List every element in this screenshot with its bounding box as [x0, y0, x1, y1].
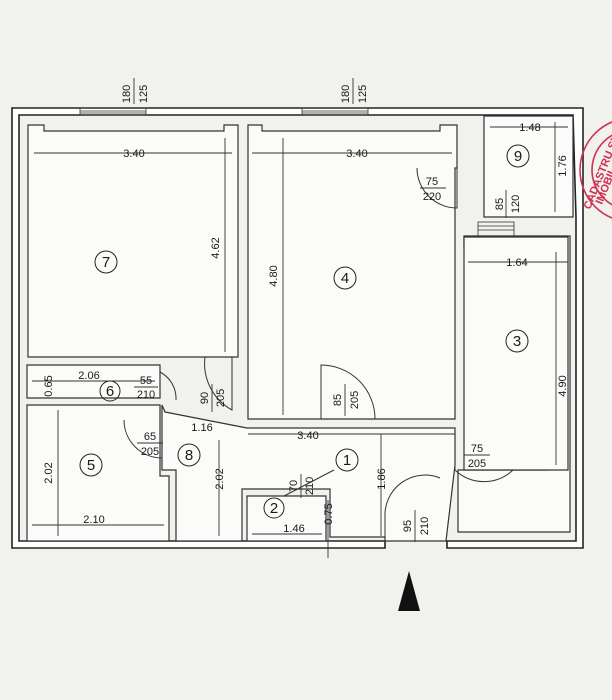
door-room-9 [416, 167, 458, 209]
door-4-label: 85 205 [332, 384, 361, 416]
door-6-label: 55 210 [134, 375, 158, 401]
room-circle-1 [335, 448, 359, 472]
dim-r6-width: 2.06 [78, 370, 99, 382]
svg-text:90: 90 [199, 392, 211, 404]
dim-r2-height: 0.75 [323, 503, 335, 524]
svg-text:125: 125 [357, 85, 369, 103]
svg-text:55: 55 [140, 375, 152, 387]
svg-text:210: 210 [304, 477, 316, 495]
dim-r7-height: 4.62 [210, 237, 222, 258]
dim-r1-width: 3.40 [297, 430, 318, 442]
window-left [79, 107, 147, 116]
door-9-label: 75 220 [420, 176, 446, 203]
room-number-9: 9 [514, 148, 522, 165]
svg-text:85: 85 [494, 198, 506, 210]
svg-text:210: 210 [419, 517, 431, 535]
svg-text:205: 205 [349, 391, 361, 409]
svg-text:75: 75 [426, 176, 438, 188]
dim-r3-width: 1.64 [506, 257, 527, 269]
svg-text:220: 220 [423, 191, 441, 203]
room-number-5: 5 [87, 457, 95, 474]
entry-arrow-icon [398, 571, 420, 611]
door-room-3 [454, 428, 514, 483]
dim-r4-height: 4.80 [268, 265, 280, 286]
door-room-2 [283, 469, 335, 497]
room-circle-4 [333, 266, 357, 290]
room-2-outline [246, 495, 327, 542]
door-entry [384, 474, 441, 541]
room-number-6: 6 [106, 383, 114, 400]
svg-text:70: 70 [288, 480, 300, 492]
door-room-4 [320, 364, 376, 420]
svg-text:180: 180 [121, 85, 133, 103]
svg-text:65: 65 [144, 431, 156, 443]
dim-r4-width: 3.40 [346, 148, 367, 160]
room-circle-7 [94, 250, 118, 274]
svg-text:95: 95 [402, 520, 414, 532]
svg-text:125: 125 [138, 85, 150, 103]
outer-wall [11, 107, 584, 549]
room-circle-6 [99, 380, 121, 402]
window-room-3 [477, 221, 515, 237]
svg-text:180: 180 [340, 85, 352, 103]
dim-r2-width: 1.46 [283, 523, 304, 535]
dim-r1-height: 1.86 [376, 468, 388, 489]
room-4-outline [247, 124, 458, 420]
win-3-label: 85 120 [494, 190, 522, 218]
svg-text:75: 75 [471, 443, 483, 455]
entry-label: 95 210 [402, 510, 431, 542]
room-7-outline [27, 124, 239, 358]
window-mid-label: 180 125 [340, 78, 369, 104]
door-room-5 [123, 419, 163, 459]
svg-text:205: 205 [468, 458, 486, 470]
dim-r9-height: 1.76 [557, 155, 569, 176]
room-3-inner [463, 236, 569, 471]
room-number-2: 2 [270, 500, 278, 517]
dim-r8-height: 2.02 [214, 468, 226, 489]
room-circle-8 [177, 443, 201, 467]
svg-text:85: 85 [332, 394, 344, 406]
door-5-label: 65 205 [137, 431, 163, 458]
room-number-1: 1 [343, 452, 351, 469]
room-6-outline [26, 364, 161, 399]
dim-r3-height: 4.90 [557, 375, 569, 396]
room-circle-9 [506, 144, 530, 168]
door-3-label: 75 205 [464, 443, 490, 470]
room-number-7: 7 [102, 254, 110, 271]
dim-r5-height: 2.02 [43, 462, 55, 483]
svg-text:210: 210 [137, 389, 155, 401]
room-circle-5 [79, 453, 103, 477]
dim-r9-width: 1.48 [519, 122, 540, 134]
dim-r8-width: 1.16 [191, 422, 212, 434]
dim-r7-width: 3.40 [123, 148, 144, 160]
door-2-label: 70 210 [288, 474, 316, 498]
door-room-6 [159, 371, 177, 401]
room-number-4: 4 [341, 270, 349, 287]
dim-r6-height: 0.65 [43, 375, 55, 396]
svg-text:120: 120 [510, 195, 522, 213]
cadastre-stamp: CADASTRU ȘI P IMOBIL [579, 121, 612, 219]
dim-r5-width: 2.10 [83, 514, 104, 526]
room-number-3: 3 [513, 333, 521, 350]
room-number-8: 8 [185, 447, 193, 464]
window-left-label: 180 125 [121, 78, 150, 104]
room-circle-2 [263, 497, 285, 519]
svg-text:205: 205 [141, 446, 159, 458]
room-circle-3 [505, 329, 529, 353]
window-mid [301, 107, 369, 116]
door-7-label: 90 205 [199, 384, 227, 412]
svg-text:205: 205 [215, 389, 227, 407]
